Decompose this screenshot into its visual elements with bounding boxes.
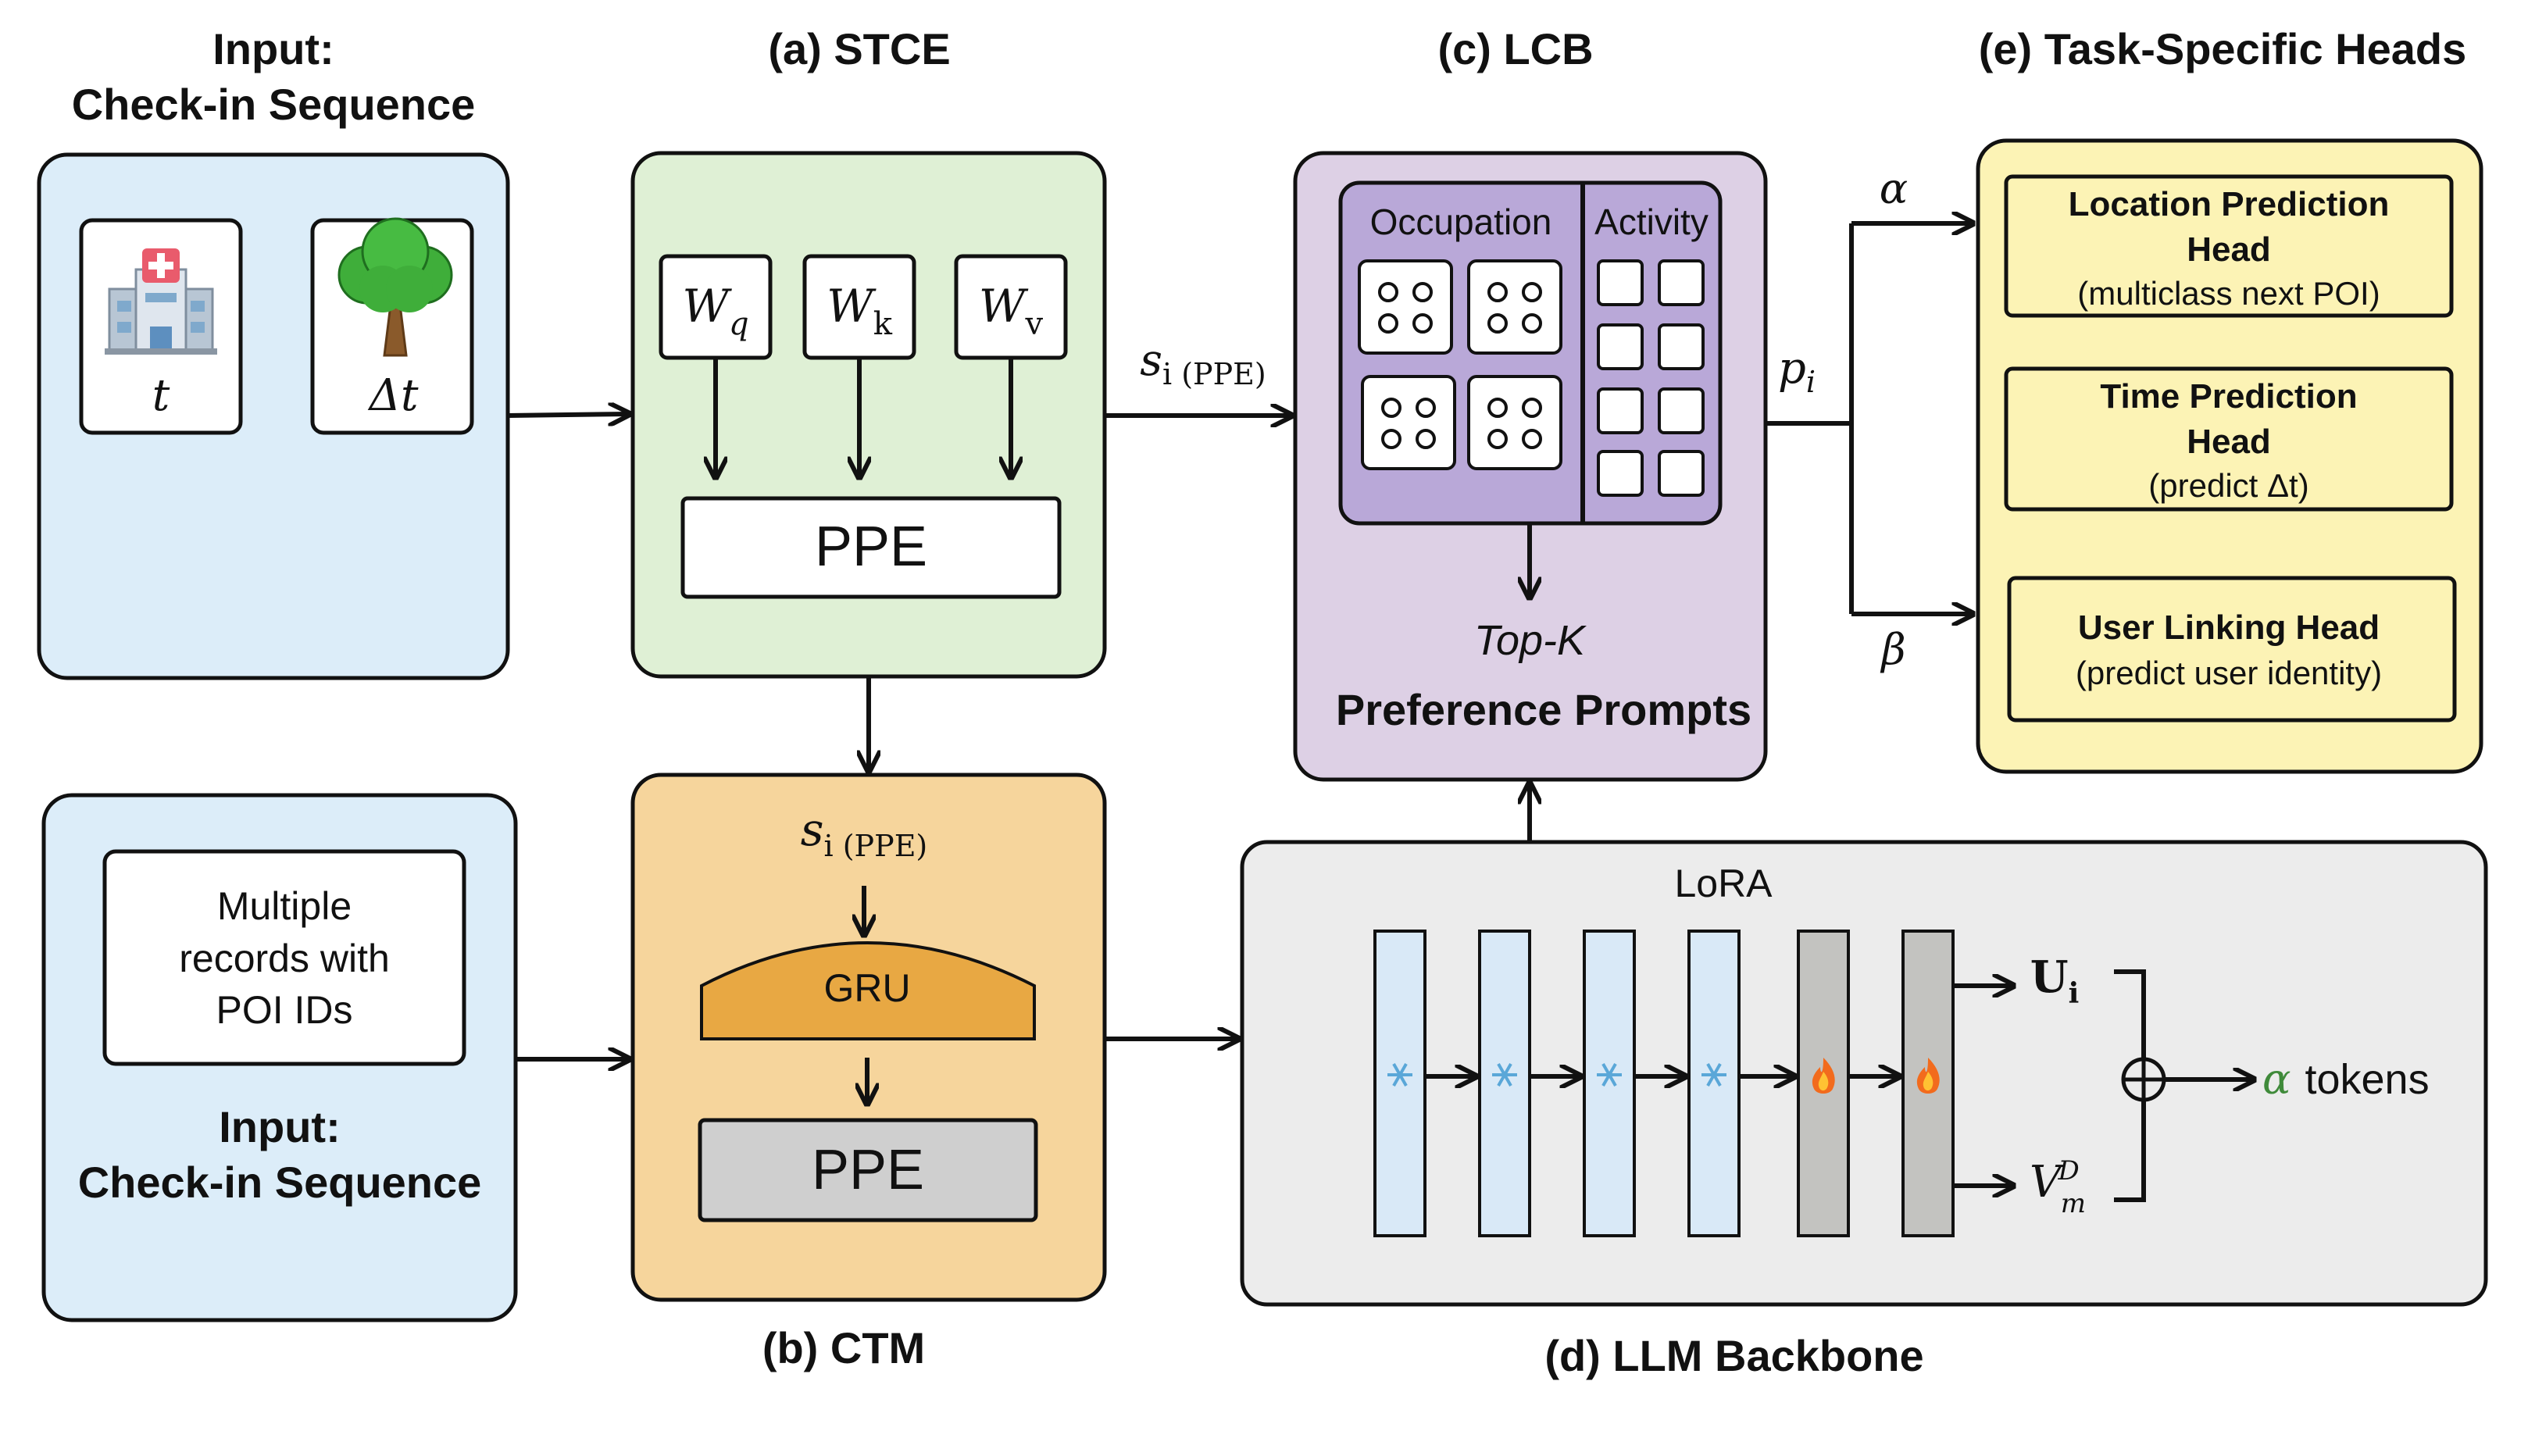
fire-icon: [1916, 1058, 1940, 1094]
occupation-tiles: [1358, 259, 1562, 470]
lcb-panel: Occupation Activity: [1293, 151, 1768, 782]
lcb-title: (c) LCB: [1437, 24, 1593, 73]
time-card: t: [79, 218, 243, 435]
input-top-title-line2: Check-in Sequence: [72, 80, 476, 129]
s-ppe-edge-label: si (PPE): [1140, 335, 1266, 391]
gru-block: GRU: [700, 941, 1036, 1040]
records-card: [102, 849, 466, 1066]
time-head: Time Prediction Head (predict Δt): [2004, 366, 2454, 512]
svg-text:GRU: GRU: [823, 966, 910, 1010]
activity-label: Activity: [1594, 202, 1709, 242]
snowflake-icon: [1492, 1063, 1517, 1087]
user-linking-head: User Linking Head (predict user identity…: [2007, 576, 2457, 723]
svg-text:(predict user identity): (predict user identity): [2076, 655, 2382, 691]
snowflake-icon: [1701, 1063, 1726, 1087]
fire-icon: [1812, 1058, 1835, 1094]
topk-label: Top-K: [1474, 617, 1587, 664]
layer-stack: [1373, 930, 1955, 1237]
svg-text:Wk: Wk: [827, 280, 893, 342]
svg-text:User Linking Head: User Linking Head: [2078, 608, 2380, 647]
delta-t-card: Δt: [310, 217, 474, 435]
ctm-s-label: si (PPE): [801, 803, 928, 863]
input-bottom-title-line2: Check-in Sequence: [78, 1158, 482, 1207]
svg-text:PPE: PPE: [815, 516, 927, 578]
snowflake-icon: [1597, 1063, 1622, 1087]
frozen-layer-2: [1478, 930, 1531, 1237]
heads-title: (e) Task-Specific Heads: [1979, 24, 2467, 73]
frozen-layer-1: [1373, 930, 1426, 1237]
svg-text:Time Prediction: Time Prediction: [2100, 377, 2357, 416]
stce-ppe-box: PPE: [680, 496, 1062, 599]
llm-panel: LoRA: [1240, 840, 2488, 1307]
input-top-panel: t Δt: [37, 152, 510, 680]
ctm-ppe-box: PPE: [698, 1118, 1038, 1222]
snowflake-icon: [1387, 1063, 1412, 1087]
t-label: t: [152, 370, 170, 421]
svg-text:Wv: Wv: [979, 280, 1044, 342]
svg-text:PPE: PPE: [812, 1139, 924, 1201]
beta-label: β: [1880, 625, 1905, 674]
svg-text:(multiclass next POI): (multiclass next POI): [2077, 275, 2380, 312]
svg-text:Location Prediction: Location Prediction: [2069, 185, 2390, 223]
stce-title: (a) STCE: [768, 24, 950, 73]
svg-text:(predict Δt): (predict Δt): [2148, 467, 2308, 504]
records-line3: POI IDs: [216, 988, 352, 1032]
alpha-label: α: [1880, 164, 1908, 213]
svg-text:Wq: Wq: [682, 280, 748, 342]
svg-text:Head: Head: [2187, 423, 2271, 461]
records-line2: records with: [179, 937, 390, 980]
stce-panel: Wq Wk Wv PPE: [630, 151, 1107, 679]
ctm-panel: si (PPE) GRU PPE: [630, 773, 1107, 1302]
input-bottom-title-line1: Input:: [219, 1102, 340, 1151]
input-top-title-line1: Input:: [212, 24, 334, 73]
u-label: Ui: [2030, 951, 2080, 1010]
location-head: Location Prediction Head (multiclass nex…: [2004, 174, 2454, 318]
hospital-icon: [105, 248, 217, 355]
dt-label: Δt: [368, 370, 419, 421]
wk-box: Wk: [802, 254, 916, 360]
ctm-title: (b) CTM: [762, 1323, 925, 1372]
occupation-label: Occupation: [1370, 202, 1552, 242]
records-line1: Multiple: [217, 884, 352, 928]
input-bottom-panel: Multiple records with POI IDs Input: Che…: [41, 793, 518, 1322]
wq-box: Wq: [659, 254, 773, 360]
frozen-layer-3: [1583, 930, 1636, 1237]
oplus-icon: [2121, 1057, 2166, 1102]
llm-title: (d) LLM Backbone: [1544, 1331, 1923, 1380]
frozen-layer-4: [1687, 930, 1741, 1237]
preference-prompts-label: Preference Prompts: [1336, 685, 1751, 734]
tree-icon: [337, 217, 453, 357]
lora-label: LoRA: [1674, 862, 1773, 905]
heads-panel: Location Prediction Head (multiclass nex…: [1976, 138, 2483, 774]
activity-tiles: [1597, 259, 1705, 497]
wv-box: Wv: [954, 254, 1068, 360]
svg-text:Head: Head: [2187, 230, 2271, 269]
p-i-label: pi: [1778, 343, 1816, 399]
